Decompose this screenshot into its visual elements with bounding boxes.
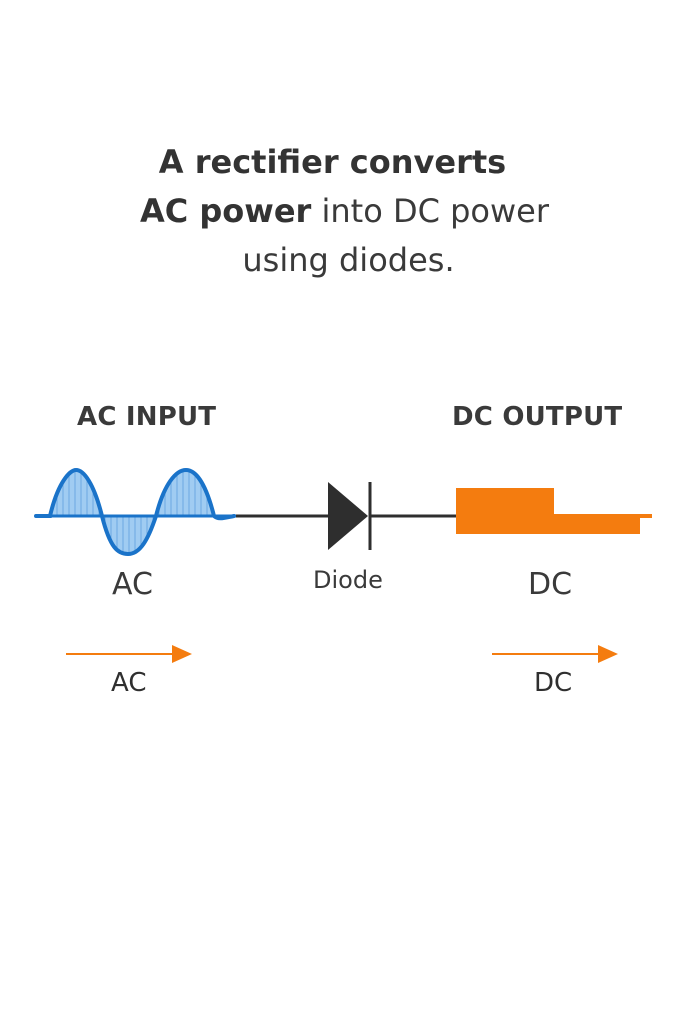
headline-line-2: AC power into DC power [139, 192, 550, 230]
dc-caption: DC [528, 567, 573, 602]
diode-caption: Diode [313, 566, 383, 594]
headline: A rectifier converts AC power into DC po… [0, 138, 683, 285]
headline-line-1: A rectifier converts [158, 143, 507, 181]
ac-sine-wave [34, 467, 236, 557]
headline-line-3: using diodes. [242, 241, 455, 279]
ac-input-label: AC INPUT [77, 402, 217, 432]
dc-flow-label: DC [534, 668, 573, 698]
ac-wave-curve [34, 467, 236, 557]
ac-flow-arrow-icon [66, 645, 192, 663]
diode-triangle [328, 482, 368, 550]
diode-symbol [328, 482, 372, 550]
ac-wave-hatch [50, 470, 214, 554]
ac-flow-label: AC [111, 668, 147, 698]
dc-flow-arrow-icon [492, 645, 618, 663]
dc-output-label: DC OUTPUT [452, 402, 623, 432]
dc-output-signal [456, 488, 652, 534]
dc-block [456, 488, 640, 534]
rectifier-diagram [34, 467, 652, 557]
ac-caption: AC [112, 567, 153, 602]
